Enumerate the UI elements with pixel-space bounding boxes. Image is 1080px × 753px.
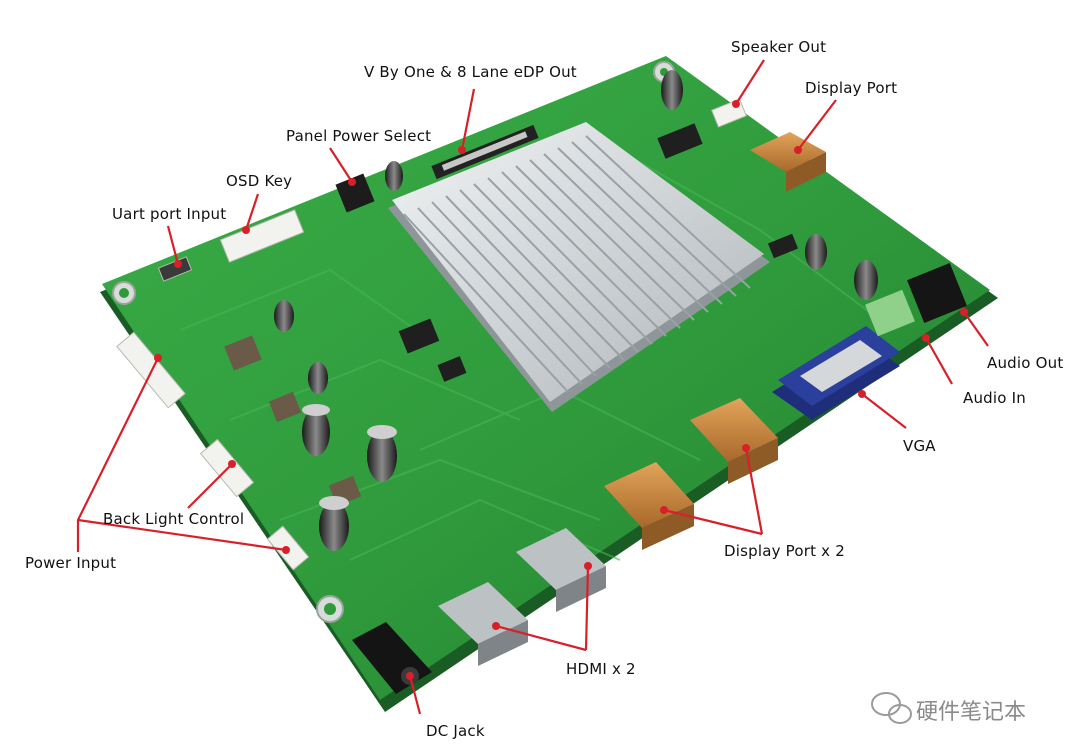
label-hdmi-x2: HDMI x 2 bbox=[566, 660, 636, 678]
label-power-input: Power Input bbox=[25, 554, 117, 572]
wechat-icon bbox=[871, 692, 912, 724]
label-audio-in: Audio In bbox=[963, 389, 1026, 407]
label-vga: VGA bbox=[903, 437, 936, 455]
audio-in-jack bbox=[865, 289, 915, 337]
display-port-top bbox=[750, 132, 826, 192]
label-speaker-out: Speaker Out bbox=[731, 38, 827, 56]
mounting-holes bbox=[112, 61, 675, 623]
label-dc-jack: DC Jack bbox=[426, 722, 485, 740]
jumper-block bbox=[335, 173, 375, 213]
label-osd-key: OSD Key bbox=[226, 172, 293, 190]
ic-chips bbox=[224, 123, 799, 507]
watermark-text: 硬件笔记本 bbox=[916, 700, 1027, 725]
label-audio-out: Audio Out bbox=[987, 354, 1064, 372]
label-display-port: Display Port bbox=[805, 79, 898, 97]
callout-lines bbox=[76, 59, 989, 715]
label-display-port-x2: Display Port x 2 bbox=[724, 542, 845, 560]
callout-dots bbox=[154, 100, 968, 680]
label-panel-power-select: Panel Power Select bbox=[286, 127, 432, 145]
label-vbyone-edp-out: V By One & 8 Lane eDP Out bbox=[364, 63, 577, 81]
label-back-light-control: Back Light Control bbox=[103, 510, 245, 528]
vga-connector bbox=[772, 326, 900, 420]
label-uart-port-input: Uart port Input bbox=[112, 205, 227, 223]
audio-out-jack bbox=[907, 263, 967, 323]
heatsink bbox=[388, 122, 770, 412]
capacitors bbox=[274, 70, 878, 551]
